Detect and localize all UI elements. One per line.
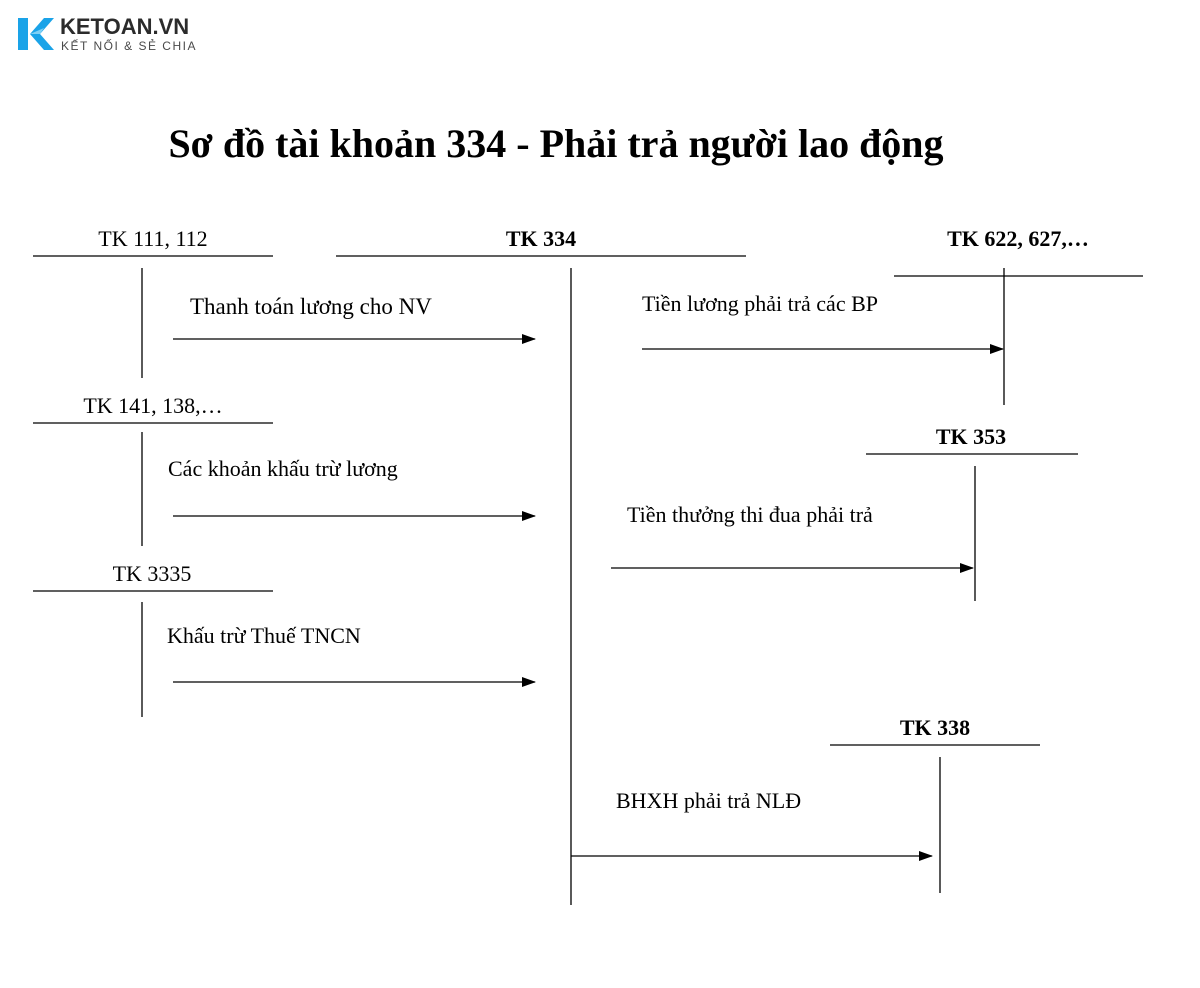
flow-bonus-payable: Tiền thưởng thi đua phải trả <box>611 502 974 573</box>
diagram-title: Sơ đồ tài khoản 334 - Phải trả người lao… <box>168 121 943 166</box>
t-account-141-138: TK 141, 138,… <box>33 393 273 546</box>
flow-deductions: Các khoản khấu trừ lương <box>168 456 536 521</box>
t-account-label: TK 353 <box>936 424 1006 449</box>
brand-tagline: KẾT NỐI & SẺ CHIA <box>61 38 197 53</box>
brand-name: KETOAN.VN <box>60 14 189 39</box>
t-account-334: TK 334 <box>336 226 746 905</box>
t-account-label: TK 622, 627,… <box>947 226 1089 251</box>
t-account-label: TK 141, 138,… <box>83 393 222 418</box>
flow-label: Tiền lương phải trả các BP <box>642 291 878 316</box>
flow-label: Tiền thưởng thi đua phải trả <box>627 502 873 527</box>
t-account-label: TK 3335 <box>113 561 192 586</box>
t-account-353: TK 353 <box>866 424 1078 601</box>
flow-salary-payable: Tiền lương phải trả các BP <box>642 291 1004 354</box>
flow-label: BHXH phải trả NLĐ <box>616 788 801 813</box>
t-account-label: TK 334 <box>506 226 576 251</box>
flow-social-insurance: BHXH phải trả NLĐ <box>571 788 933 861</box>
t-account-label: TK 111, 112 <box>98 226 207 251</box>
t-account-622-627: TK 622, 627,… <box>894 226 1143 405</box>
t-account-label: TK 338 <box>900 715 970 740</box>
flow-label: Các khoản khấu trừ lương <box>168 456 398 481</box>
logo-k-mark-icon <box>18 18 54 50</box>
flow-label: Khấu trừ Thuế TNCN <box>167 623 361 648</box>
flow-label: Thanh toán lương cho NV <box>190 294 432 319</box>
t-account-338: TK 338 <box>830 715 1040 893</box>
t-account-111-112: TK 111, 112 <box>33 226 273 378</box>
t-account-3335: TK 3335 <box>33 561 273 717</box>
flow-pit-deduction: Khấu trừ Thuế TNCN <box>167 623 536 687</box>
brand-logo: KETOAN.VN KẾT NỐI & SẺ CHIA <box>16 12 236 56</box>
flow-salary-payment: Thanh toán lương cho NV <box>173 294 536 344</box>
